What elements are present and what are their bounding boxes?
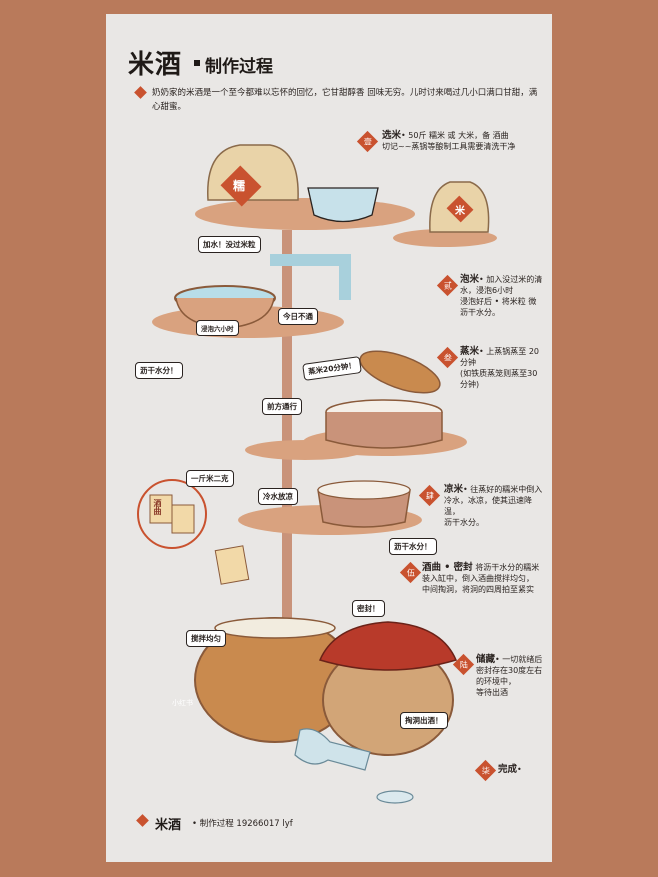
step-7: 完成•	[498, 764, 522, 775]
footer-sub: • 制作过程 19266017 lyf	[192, 819, 293, 829]
jar-cloth	[318, 621, 458, 671]
jiuqu-box-2	[171, 504, 195, 534]
step-3-head: 蒸米	[460, 346, 480, 357]
jiuqu-box-text: 酒曲	[153, 499, 162, 515]
step-1-text: • 50斤 糯米 或 大米，备 酒曲	[401, 131, 509, 140]
step-6: 储藏• 一切就绪后密封存在30度左右的环境中， 等待出酒	[476, 654, 544, 698]
label-stir: 搅拌均匀	[186, 630, 226, 647]
rice-bag-1-tag	[220, 165, 262, 207]
step-7-head: 完成	[498, 764, 518, 775]
jiuqu-box-3	[214, 545, 250, 585]
bag-2-char: 米	[455, 206, 465, 217]
bag-1-char: 糯	[233, 179, 246, 193]
step-6-head: 储藏	[476, 654, 496, 665]
page-title: 米酒	[128, 50, 183, 80]
step-2-note: 浸泡好后 • 将米粒 微沥干水分。	[460, 297, 537, 317]
label-ratio: 一斤米二克	[186, 470, 234, 487]
label-drain-1: 沥干水分！	[135, 362, 183, 379]
central-pillar	[282, 230, 292, 730]
intro-text: 奶奶家的米酒是一个至今都难以忘怀的回忆，它甘甜醇香 回味无穷。儿时讨来喝过几小口…	[152, 88, 538, 112]
step-6-note: 等待出酒	[476, 688, 508, 697]
shelf-1	[195, 198, 415, 230]
label-drain-2: 沥干水分！	[389, 538, 437, 555]
glass-bowl	[307, 187, 379, 223]
step-2-text: • 加入没过米的清水，浸泡6小时	[460, 275, 543, 295]
label-ahead: 前方通行	[262, 398, 302, 415]
step-4-head: 凉米	[444, 484, 464, 495]
step-2: 泡米• 加入没过米的清水，浸泡6小时 浸泡好后 • 将米粒 微沥干水分。	[460, 274, 544, 318]
wine-bottle	[294, 728, 371, 771]
step-5-text: 将沥干水分的糯米装入缸中，倒入酒曲搅拌均匀，	[422, 563, 540, 583]
step-4-text: • 往蒸好的糯米中倒入冷水，冰凉，使其迅速降温，	[444, 485, 543, 516]
label-add-water: 加水！没过米粒	[198, 236, 261, 253]
watermark: 小红书	[172, 699, 193, 707]
step-3: 蒸米• 上蒸锅蒸至 20分钟 (如铁质蒸笼则蒸至30分钟)	[460, 346, 544, 390]
label-soak: 浸泡六小时	[196, 320, 239, 336]
step-5: 酒曲 • 密封 将沥干水分的糯米装入缸中，倒入酒曲搅拌均匀， 中间掏洞，将洞的四…	[422, 562, 544, 595]
step-5-note: 中间掏洞，将洞的四周拍至紧实	[422, 585, 534, 594]
shelf-4	[245, 440, 365, 460]
step-4-note: 沥干水分。	[444, 518, 484, 527]
step-4: 凉米• 往蒸好的糯米中倒入冷水，冰凉，使其迅速降温， 沥干水分。	[444, 484, 544, 528]
page-subtitle: 制作过程	[205, 57, 273, 77]
step-1-head: 选米	[382, 130, 402, 141]
step-5-head: 酒曲 • 密封	[422, 562, 473, 573]
title-dot	[194, 60, 200, 66]
jiuqu-circle	[137, 479, 207, 549]
step-3-text: • 上蒸锅蒸至 20分钟	[460, 347, 539, 367]
steamer-lid	[359, 350, 441, 394]
step-3-note: (如铁质蒸笼则蒸至30分钟)	[460, 369, 538, 389]
water-pipe	[270, 254, 351, 300]
step-7-text: •	[517, 765, 522, 774]
label-cool: 冷水放凉	[258, 488, 298, 505]
rice-bag-2-tag	[446, 195, 474, 223]
label-seal: 密封！	[352, 600, 385, 617]
step-6-text: • 一切就绪后密封存在30度左右的环境中，	[476, 655, 543, 686]
label-hole: 掏洞出酒！	[400, 712, 448, 729]
cooling-tub	[317, 489, 411, 528]
label-closed: 今日不通	[278, 308, 318, 325]
step-1: 选米• 50斤 糯米 或 大米，备 酒曲 切记~~蒸锅等酿制工具需要清洗干净	[382, 130, 542, 152]
footer-title: 米酒	[155, 818, 182, 833]
shelf-side	[393, 229, 497, 247]
wine-cup	[376, 790, 414, 804]
step-1-note: 切记~~蒸锅等酿制工具需要清洗干净	[382, 142, 516, 151]
step-2-head: 泡米	[460, 274, 480, 285]
